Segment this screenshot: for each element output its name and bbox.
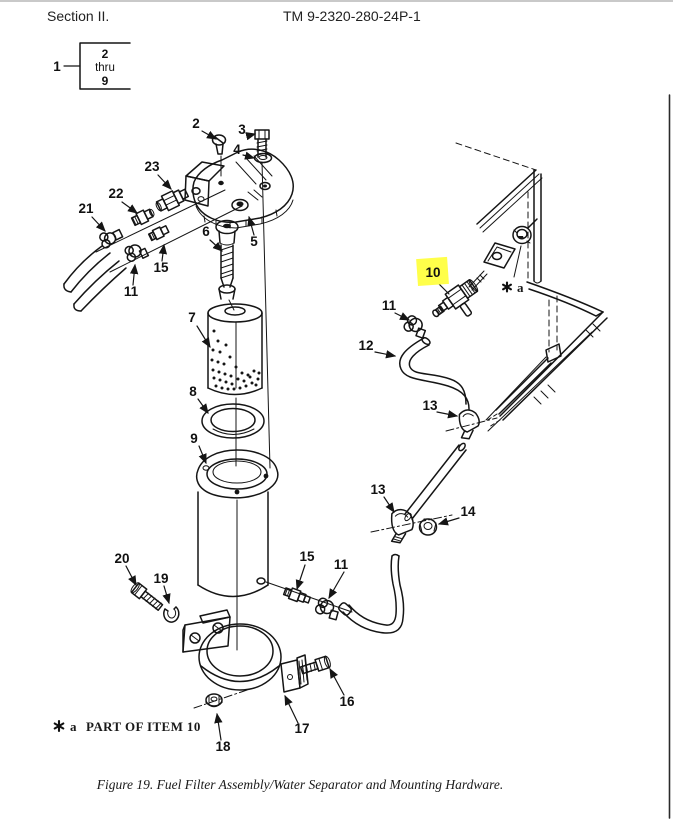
bolt3-axis — [261, 161, 271, 469]
callout-5: 5 — [250, 234, 258, 249]
valve-bracket — [483, 242, 516, 269]
callout-6: 6 — [202, 224, 210, 239]
filter-element-7 — [207, 303, 263, 396]
hose-left-1 — [63, 245, 111, 293]
footnote: a PART OF ITEM 10 — [53, 719, 201, 734]
filter-head-5 — [184, 148, 294, 229]
hose-left-2 — [73, 260, 127, 312]
vehicle-frame — [455, 142, 608, 432]
element-perforations — [210, 329, 261, 391]
fitting-21 — [99, 228, 124, 249]
filter-head-assembly — [184, 129, 294, 469]
fitting-23 — [155, 188, 190, 212]
header: Section II. TM 9-2320-280-24P-1 — [47, 8, 421, 24]
washer-4 — [253, 152, 273, 164]
callout-13-upper: 13 — [422, 398, 438, 413]
figure-caption: Figure 19. Fuel Filter Assembly/Water Se… — [96, 777, 503, 792]
valve-stem — [468, 270, 488, 291]
callout-21: 21 — [78, 201, 94, 216]
hose-to-clamp — [338, 553, 405, 634]
canister-body — [197, 491, 269, 651]
gasket-8 — [201, 403, 265, 439]
footnote-text: PART OF ITEM 10 — [86, 719, 201, 734]
callout-22: 22 — [108, 186, 123, 201]
clamp-13-lower — [390, 508, 414, 544]
clamp-axis-upper — [445, 417, 498, 432]
drain-valve-10 — [437, 279, 479, 317]
stud-6 — [215, 219, 239, 311]
star-icon — [502, 281, 512, 293]
section-title: Section II. — [47, 8, 109, 24]
drain-port-hole — [256, 577, 266, 585]
item-10-highlight — [416, 256, 449, 287]
bolt-20 — [130, 582, 164, 611]
fuel-line-run — [370, 218, 538, 544]
ref-box-line3: 9 — [102, 74, 109, 88]
callout-12: 12 — [358, 338, 373, 353]
leader-lines — [91, 130, 460, 741]
callout-1: 1 — [53, 59, 61, 74]
callout-14: 14 — [460, 504, 476, 519]
elbow-11-right — [314, 597, 339, 621]
fitting-axis-1 — [95, 189, 226, 253]
callout-20: 20 — [114, 551, 129, 566]
callout-3: 3 — [238, 122, 246, 137]
callout-labels: 2 3 4 5 6 7 8 9 10 11 11 11 12 13 13 14 … — [78, 116, 524, 754]
callout-star-a: a — [502, 280, 524, 295]
callout-23: 23 — [144, 159, 160, 174]
callout-8: 8 — [189, 384, 197, 399]
fuel-tube — [404, 442, 467, 522]
callout-15-left: 15 — [153, 260, 169, 275]
nut-14 — [418, 518, 438, 536]
callout-11-left: 11 — [124, 284, 139, 299]
flange-9 — [195, 397, 279, 499]
callout-7: 7 — [188, 310, 196, 325]
nut-star-a — [512, 218, 538, 278]
callout-11-right: 11 — [334, 557, 349, 572]
callout-2: 2 — [192, 116, 200, 131]
callout-10: 10 — [425, 265, 440, 280]
callout-11-top: 11 — [382, 298, 397, 313]
mounting-hardware — [130, 582, 331, 709]
clamp-13-upper — [458, 409, 480, 440]
footnote-letter: a — [70, 719, 77, 734]
ref-box: 1 2 thru 9 — [53, 42, 131, 90]
washer-19 — [163, 606, 180, 623]
callout-19: 19 — [153, 571, 168, 586]
bolt-16 — [299, 655, 331, 675]
tm-number: TM 9-2320-280-24P-1 — [283, 8, 421, 24]
callout-15-right: 15 — [299, 549, 315, 564]
callout-17: 17 — [294, 721, 309, 736]
callout-9: 9 — [190, 431, 198, 446]
ref-box-line1: 2 — [102, 47, 109, 61]
left-fitting-chain — [63, 188, 243, 312]
valve-nipple — [432, 305, 445, 318]
elbow-11-top — [403, 315, 427, 339]
callout-18: 18 — [215, 739, 231, 754]
fitting-15-left — [147, 225, 170, 242]
callout-16: 16 — [339, 694, 355, 709]
callout-star-letter: a — [517, 280, 524, 295]
mount-bracket — [182, 609, 231, 653]
elbow-11-left — [124, 244, 150, 262]
callout-13-lower: 13 — [370, 482, 386, 497]
fitting-22 — [130, 208, 155, 227]
right-fitting-group — [265, 553, 405, 634]
bolt-2 — [211, 134, 227, 177]
ref-box-line2: thru — [95, 62, 115, 74]
clamp-17 — [198, 623, 309, 693]
star-icon — [53, 719, 65, 733]
callout-4: 4 — [233, 142, 241, 157]
nut-18 — [193, 687, 254, 709]
